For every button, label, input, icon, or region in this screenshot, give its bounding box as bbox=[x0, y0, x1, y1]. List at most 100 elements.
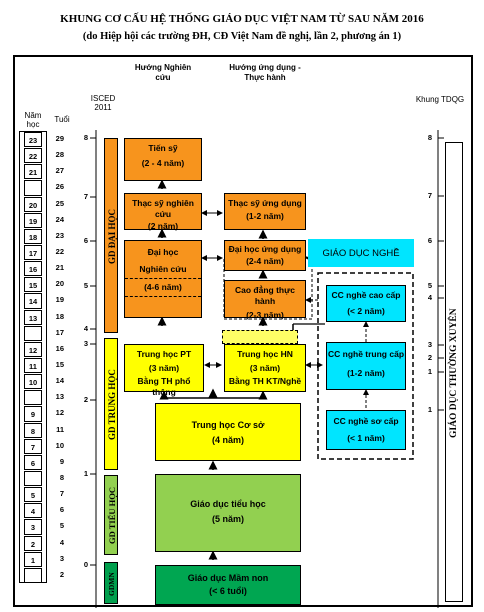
year-cell: 7 bbox=[24, 438, 42, 454]
year-cell: 15 bbox=[24, 277, 42, 293]
cc-cao-cap-duration: (< 2 năm) bbox=[347, 305, 385, 316]
vocational-label: GIÁO DỤC NGHỀ bbox=[308, 239, 414, 267]
dai-hoc-name: Đại học bbox=[147, 247, 179, 257]
year-cell: 9 bbox=[24, 406, 42, 422]
year-cell: 1 bbox=[24, 551, 42, 567]
cd-th-duration: (2-3 năm) bbox=[246, 310, 284, 321]
cd-th-name: Cao đẳng thực hành bbox=[235, 285, 295, 306]
year-cell: 19 bbox=[24, 212, 42, 228]
age-label: 4 bbox=[59, 537, 64, 547]
diagram-title: KHUNG CƠ CẤU HỆ THỐNG GIÁO DỤC VIỆT NAM … bbox=[60, 13, 424, 25]
header-tdqg: Khung TDQG bbox=[415, 95, 465, 104]
header-applied: Hướng ứng dụng - Thực hành bbox=[229, 63, 301, 82]
age-label: 14 bbox=[55, 376, 64, 386]
tieu-hoc-duration: (5 năm) bbox=[211, 514, 244, 525]
mam-non-name: Giáo dục Mầm non bbox=[187, 573, 269, 583]
age-label: 3 bbox=[59, 553, 64, 563]
tien-si-duration: (2 - 4 năm) bbox=[141, 157, 185, 168]
year-cell: 11 bbox=[24, 358, 42, 374]
year-cell: 18 bbox=[24, 228, 42, 244]
box-cao-dang-thuc-hanh: Cao đẳng thực hành (2-3 năm) bbox=[224, 280, 306, 321]
tdqg-level-number: 1 bbox=[427, 405, 432, 414]
cc-so-cap-name: CC nghề sơ cấp bbox=[333, 416, 399, 426]
thac-si-nc-name: Thạc sỹ nghiên cứu bbox=[132, 198, 194, 219]
age-label: 5 bbox=[59, 521, 64, 531]
year-cell: 21 bbox=[24, 164, 42, 180]
stage-bar-university: GD ĐẠI HỌC bbox=[104, 138, 118, 333]
age-label: 11 bbox=[56, 424, 64, 434]
age-label: 25 bbox=[55, 198, 64, 208]
age-label: 6 bbox=[59, 505, 64, 515]
stage-bar-preschool: GDMN bbox=[104, 562, 118, 604]
year-cell: 5 bbox=[24, 487, 42, 503]
thpt-duration: (3 năm) bbox=[148, 362, 180, 373]
age-label: 16 bbox=[55, 343, 64, 353]
age-label: 22 bbox=[55, 247, 64, 256]
thpt-name: Trung học PT bbox=[136, 349, 192, 359]
header-isced: ISCED 2011 bbox=[90, 94, 116, 112]
age-label: 15 bbox=[55, 360, 64, 369]
box-cc-nghe-cao-cap: CC nghề cao cấp (< 2 năm) bbox=[326, 285, 406, 322]
dh-ud-name: Đại học ứng dụng bbox=[228, 244, 302, 254]
isced-level-number: 4 bbox=[83, 324, 88, 333]
stage-bar-secondary: GD TRUNG HỌC bbox=[104, 338, 118, 470]
box-thac-si-nghien-cuu: Thạc sỹ nghiên cứu (2 năm) bbox=[124, 193, 202, 232]
year-cell: 16 bbox=[24, 261, 42, 277]
year-cell: 12 bbox=[24, 341, 42, 357]
year-cell: 20 bbox=[24, 196, 42, 212]
thcs-name: Trung học Cơ sở bbox=[191, 420, 265, 430]
thac-si-ud-name: Thạc sỹ ứng dụng bbox=[228, 198, 302, 208]
box-tien-si: Tiến sỹ (2 - 4 năm) bbox=[124, 138, 202, 181]
dh-ud-duration: (2-4 năm) bbox=[246, 255, 284, 266]
age-label: 28 bbox=[55, 150, 64, 160]
age-label: 12 bbox=[55, 408, 64, 418]
age-label: 29 bbox=[55, 134, 64, 143]
box-dai-hoc-nghien-cuu: Đại học Nghiên cứu (4-6 năm) bbox=[124, 240, 202, 318]
year-cell: 23 bbox=[24, 132, 42, 148]
box-cc-nghe-so-cap: CC nghề sơ cấp (< 1 năm) bbox=[326, 410, 406, 450]
isced-level-number: 7 bbox=[83, 192, 88, 201]
year-cell bbox=[24, 567, 42, 583]
isced-level-number: 6 bbox=[83, 236, 88, 245]
year-cell bbox=[24, 180, 42, 196]
th-hn-highlight bbox=[222, 330, 298, 344]
thac-si-nc-duration: (2 năm) bbox=[147, 221, 179, 232]
cc-cao-cap-name: CC nghề cao cấp bbox=[331, 290, 401, 300]
tdqg-level-number: 3 bbox=[427, 340, 432, 349]
dai-hoc-sub: Nghiên cứu bbox=[139, 263, 187, 274]
age-label: 19 bbox=[55, 295, 64, 305]
thcs-duration: (4 năm) bbox=[211, 435, 244, 446]
age-label: 23 bbox=[55, 230, 64, 240]
age-label: 21 bbox=[55, 263, 64, 273]
year-cell bbox=[24, 471, 42, 487]
continuing-education-bar: GIÁO DỤC THƯỜNG XUYÊN bbox=[445, 142, 463, 602]
mam-non-duration: (< 6 tuổi) bbox=[209, 586, 247, 597]
year-cell: 14 bbox=[24, 293, 42, 309]
year-cell: 10 bbox=[24, 374, 42, 390]
box-dai-hoc-ung-dung: Đại học ứng dụng (2-4 năm) bbox=[224, 240, 306, 271]
thpt-cert: Bằng TH phổ thông bbox=[137, 376, 191, 397]
year-cell: 8 bbox=[24, 422, 42, 438]
age-label: 7 bbox=[59, 489, 64, 499]
header-research: Hướng Nghiên cứu bbox=[134, 63, 192, 82]
age-label: 2 bbox=[59, 569, 64, 579]
box-trung-hoc-hn: Trung học HN (3 năm) Bằng TH KT/Nghề bbox=[224, 344, 306, 392]
tieu-hoc-name: Giáo dục tiểu học bbox=[190, 499, 266, 509]
tdqg-level-number: 4 bbox=[427, 293, 432, 302]
box-mam-non: Giáo dục Mầm non (< 6 tuổi) bbox=[155, 565, 301, 605]
thac-si-ud-duration: (1-2 năm) bbox=[246, 210, 284, 221]
box-tieu-hoc: Giáo dục tiểu học (5 năm) bbox=[155, 474, 301, 552]
age-label: 13 bbox=[55, 392, 64, 402]
dai-hoc-duration: (4-6 năm) bbox=[144, 282, 182, 293]
year-cell bbox=[24, 325, 42, 341]
dai-hoc-divider bbox=[125, 278, 201, 280]
th-hn-duration: (3 năm) bbox=[249, 362, 281, 373]
outer-frame bbox=[13, 55, 473, 607]
tdqg-level-number: 6 bbox=[427, 236, 432, 245]
age-label: 26 bbox=[55, 182, 64, 192]
box-thac-si-ung-dung: Thạc sỹ ứng dụng (1-2 năm) bbox=[224, 193, 306, 230]
